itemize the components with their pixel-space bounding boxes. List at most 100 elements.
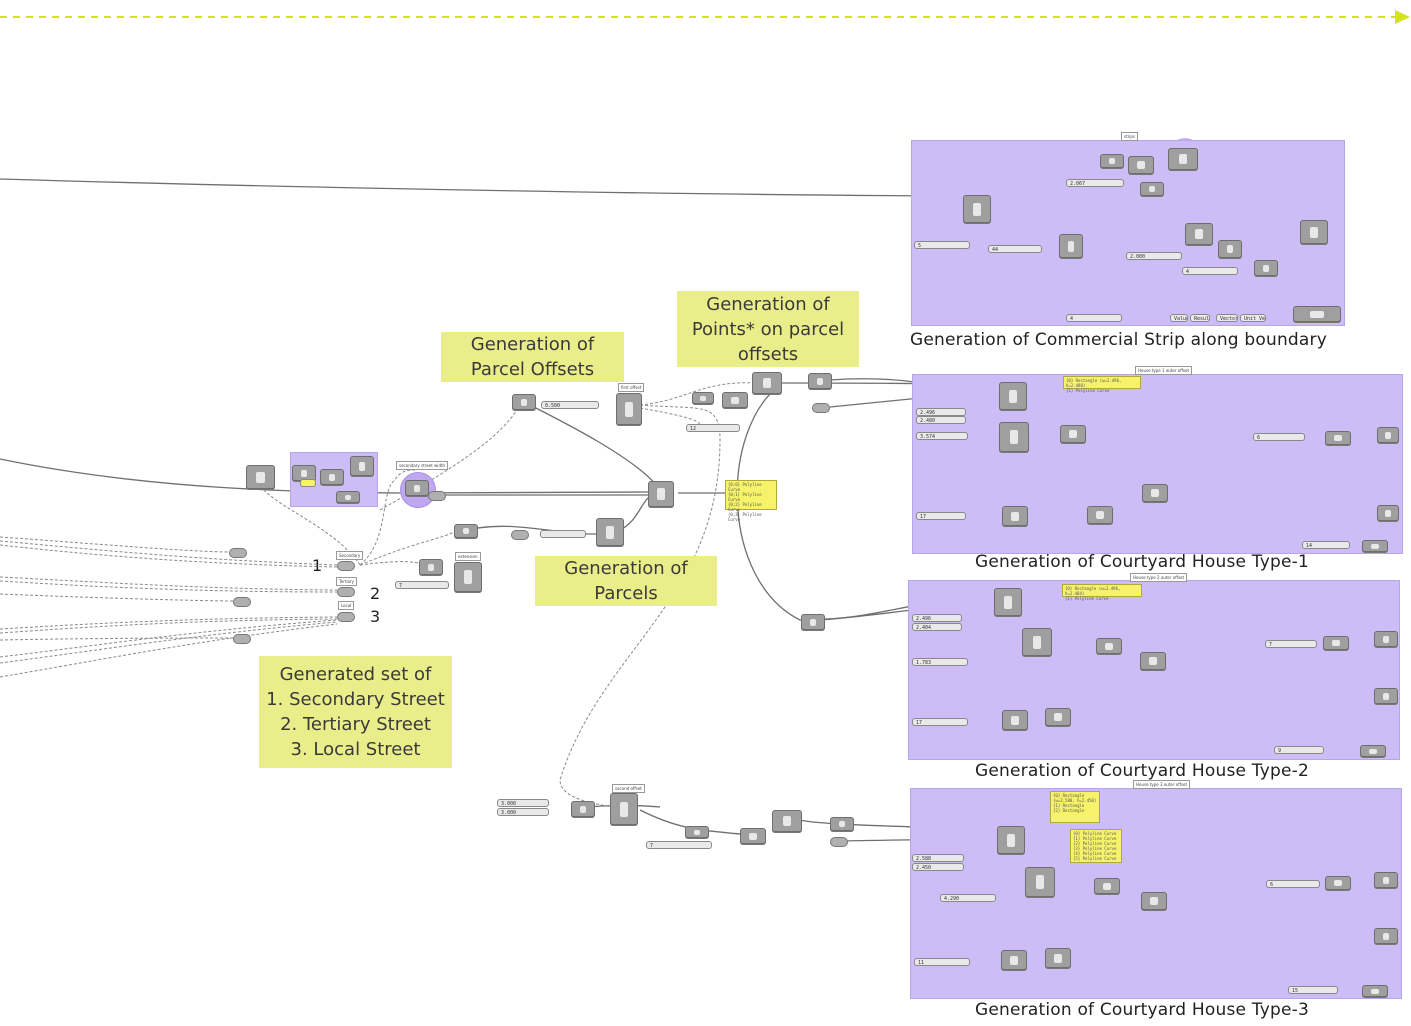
- slider[interactable]: 3.000: [497, 799, 549, 807]
- component-node[interactable]: [692, 392, 714, 404]
- relay-node[interactable]: [830, 837, 848, 847]
- relay-node[interactable]: [233, 597, 251, 607]
- house2-panel[interactable]: {0} Rectangle (w=2.496, h=2.404) {1} Pol…: [1062, 584, 1142, 601]
- component-node[interactable]: [454, 524, 478, 538]
- secondary-relay[interactable]: [337, 561, 355, 571]
- component-node[interactable]: [320, 469, 344, 485]
- component-node[interactable]: [1094, 878, 1120, 894]
- component-node[interactable]: [246, 465, 275, 489]
- component-node[interactable]: [1300, 220, 1328, 244]
- component-node[interactable]: [1325, 876, 1351, 890]
- slider[interactable]: 4: [1066, 314, 1122, 322]
- slider[interactable]: 1.783: [912, 658, 968, 666]
- slider[interactable]: 2.588: [912, 854, 964, 862]
- relay-node[interactable]: [428, 491, 446, 501]
- result-param[interactable]: Result: [1190, 314, 1210, 322]
- component-node[interactable]: [801, 614, 825, 630]
- unit-vector-param[interactable]: Unit Vector: [1240, 314, 1266, 322]
- slider[interactable]: 2.496: [916, 408, 966, 416]
- slider[interactable]: 7: [646, 841, 712, 849]
- slider[interactable]: 6: [1253, 433, 1305, 441]
- local-relay[interactable]: [337, 612, 355, 622]
- first-offset-component[interactable]: [616, 393, 642, 425]
- slider[interactable]: 2.067: [1066, 179, 1124, 187]
- house1-panel[interactable]: {0} Rectangle (w=2.496, h=2.480) {1} Pol…: [1063, 376, 1141, 393]
- component-node[interactable]: [1140, 652, 1166, 670]
- component-node[interactable]: [1325, 431, 1351, 445]
- slider[interactable]: 5: [914, 241, 970, 249]
- component-node[interactable]: [752, 372, 782, 394]
- slider[interactable]: 44: [988, 245, 1042, 253]
- relay-node[interactable]: [233, 634, 251, 644]
- component-node[interactable]: [1100, 154, 1124, 168]
- component-node[interactable]: [1022, 628, 1052, 656]
- component-node[interactable]: [1141, 892, 1167, 910]
- component-node[interactable]: [1060, 425, 1086, 443]
- slider[interactable]: 17: [916, 512, 966, 520]
- component-node[interactable]: [571, 801, 595, 817]
- component-node[interactable]: [1087, 506, 1113, 524]
- component-node[interactable]: [1293, 306, 1341, 322]
- slider[interactable]: 17: [912, 718, 968, 726]
- slider[interactable]: 2.480: [916, 416, 966, 424]
- component-node[interactable]: [997, 826, 1025, 854]
- slider[interactable]: 3.574: [916, 432, 968, 440]
- slider[interactable]: 4: [1182, 267, 1238, 275]
- component-node[interactable]: [596, 518, 624, 546]
- component-node[interactable]: [999, 382, 1027, 410]
- component-node[interactable]: [1025, 867, 1055, 897]
- component-node[interactable]: [1362, 985, 1388, 997]
- slider[interactable]: 12: [686, 424, 740, 432]
- component-node[interactable]: [1001, 950, 1027, 970]
- component-node[interactable]: [1002, 710, 1028, 730]
- component-node[interactable]: [685, 826, 709, 838]
- component-node[interactable]: [1323, 636, 1349, 650]
- component-node[interactable]: [336, 491, 360, 503]
- parcels-panel[interactable]: {0;0} Polyline Curve {0;1} Polyline Curv…: [725, 480, 777, 522]
- component-node[interactable]: [1218, 240, 1242, 258]
- second-offset-component[interactable]: [610, 793, 638, 825]
- slider[interactable]: 2.450: [912, 863, 964, 871]
- component-node[interactable]: [1374, 872, 1398, 888]
- slider[interactable]: 9: [1274, 746, 1324, 754]
- component-node[interactable]: [1142, 484, 1168, 502]
- slider[interactable]: 2.404: [912, 623, 962, 631]
- slider[interactable]: 0.500: [541, 401, 599, 409]
- component-node[interactable]: [772, 810, 802, 832]
- component-node[interactable]: [740, 828, 766, 844]
- slider[interactable]: 2.496: [912, 614, 962, 622]
- relay-node[interactable]: [812, 403, 830, 413]
- component-node[interactable]: [1045, 708, 1071, 726]
- value-param[interactable]: Value: [1170, 314, 1188, 322]
- component-node[interactable]: [1374, 631, 1398, 647]
- component-node[interactable]: [722, 392, 748, 408]
- slider[interactable]: 4.290: [940, 894, 996, 902]
- component-node[interactable]: [648, 481, 674, 507]
- component-node[interactable]: [1377, 505, 1399, 521]
- house3-panel-a[interactable]: {0} Rectangle (w=2.588, h=2.450) {1} Rec…: [1050, 791, 1100, 823]
- component-node[interactable]: [999, 422, 1029, 452]
- slider[interactable]: [300, 479, 316, 487]
- component-node[interactable]: [454, 562, 482, 592]
- component-node[interactable]: [1360, 745, 1386, 757]
- component-node[interactable]: [963, 195, 991, 223]
- component-node[interactable]: [1377, 427, 1399, 443]
- component-node[interactable]: [350, 456, 374, 476]
- vector-param[interactable]: Vector: [1216, 314, 1238, 322]
- component-node[interactable]: [1374, 928, 1398, 944]
- component-node[interactable]: [1254, 260, 1278, 276]
- component-node[interactable]: [994, 588, 1022, 616]
- component-node[interactable]: [1059, 234, 1083, 258]
- house3-panel-b[interactable]: {0} Polyline Curve {1} Polyline Curve {2…: [1070, 829, 1122, 863]
- slider[interactable]: [540, 530, 586, 538]
- component-node[interactable]: [1140, 182, 1164, 196]
- component-node[interactable]: [1128, 156, 1154, 174]
- relay-node[interactable]: [229, 548, 247, 558]
- component-node[interactable]: [1168, 148, 1198, 170]
- component-node[interactable]: [1096, 638, 1122, 654]
- component-node[interactable]: [419, 559, 443, 575]
- component-node[interactable]: [512, 394, 536, 410]
- slider[interactable]: 6: [1266, 880, 1320, 888]
- component-node[interactable]: [405, 480, 429, 496]
- slider[interactable]: 7: [395, 581, 449, 589]
